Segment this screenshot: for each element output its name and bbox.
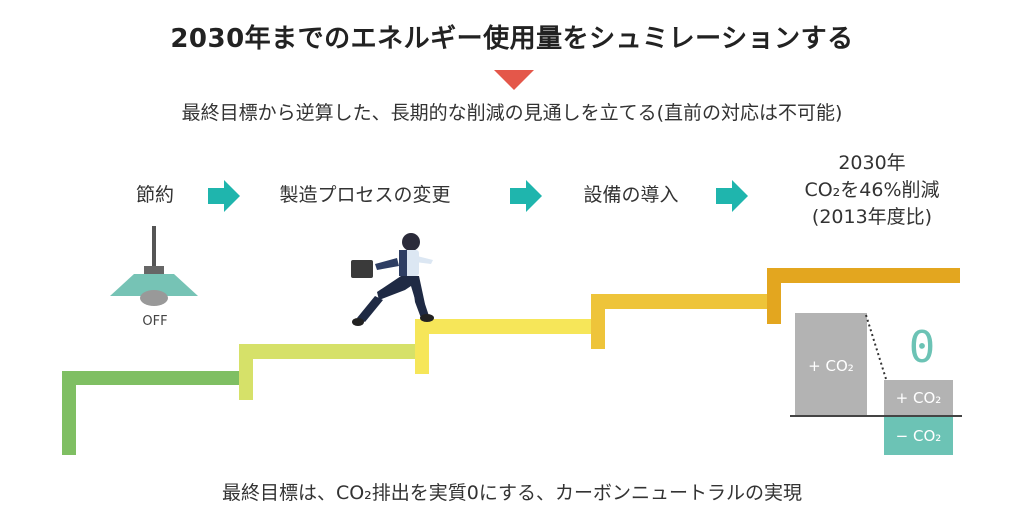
zero-value: 0 bbox=[908, 322, 936, 373]
stair-step-4 bbox=[591, 294, 767, 349]
goal-text: 2030年 CO₂を46%削減 (2013年度比) bbox=[762, 150, 982, 231]
down-triangle-icon bbox=[494, 70, 534, 90]
co2-plus-small-label: + CO₂ bbox=[895, 389, 942, 407]
lamp-off-label: OFF bbox=[142, 314, 168, 329]
bottom-goal-text: 最終目標は、CO₂排出を実質0にする、カーボンニュートラルの実現 bbox=[221, 482, 803, 504]
co2-absorption-bar: − CO₂ bbox=[884, 417, 953, 455]
baseline bbox=[790, 415, 962, 417]
step-label-saving: 節約 bbox=[135, 184, 174, 206]
arrow-right-icon bbox=[208, 180, 240, 212]
co2-emission-bar: + CO₂ bbox=[795, 313, 867, 416]
stair-step-1 bbox=[62, 371, 239, 455]
subtitle: 最終目標から逆算した、長期的な削減の見通しを立てる(直前の対応は不可能) bbox=[181, 102, 843, 124]
lamp-icon bbox=[110, 226, 198, 306]
step-label-equipment: 設備の導入 bbox=[583, 184, 679, 206]
co2-minus-label: − CO₂ bbox=[895, 427, 942, 445]
page-title: 2030年までのエネルギー使用量をシュミレーションする bbox=[170, 24, 854, 54]
goal-reduction: CO₂を46%削減 bbox=[804, 179, 940, 201]
dotted-connector bbox=[865, 314, 887, 380]
goal-baseline: (2013年度比) bbox=[811, 206, 933, 228]
co2-remaining-bar: + CO₂ bbox=[884, 380, 953, 416]
stair-step-5 bbox=[767, 268, 960, 324]
businessman-icon bbox=[351, 233, 434, 326]
step-label-process-change: 製造プロセスの変更 bbox=[279, 184, 451, 206]
co2-plus-label: + CO₂ bbox=[808, 357, 854, 375]
goal-year: 2030年 bbox=[838, 152, 906, 174]
arrow-right-icon bbox=[716, 180, 748, 212]
stair-step-3 bbox=[415, 319, 591, 374]
arrow-right-icon bbox=[510, 180, 542, 212]
stair-step-2 bbox=[239, 344, 415, 400]
